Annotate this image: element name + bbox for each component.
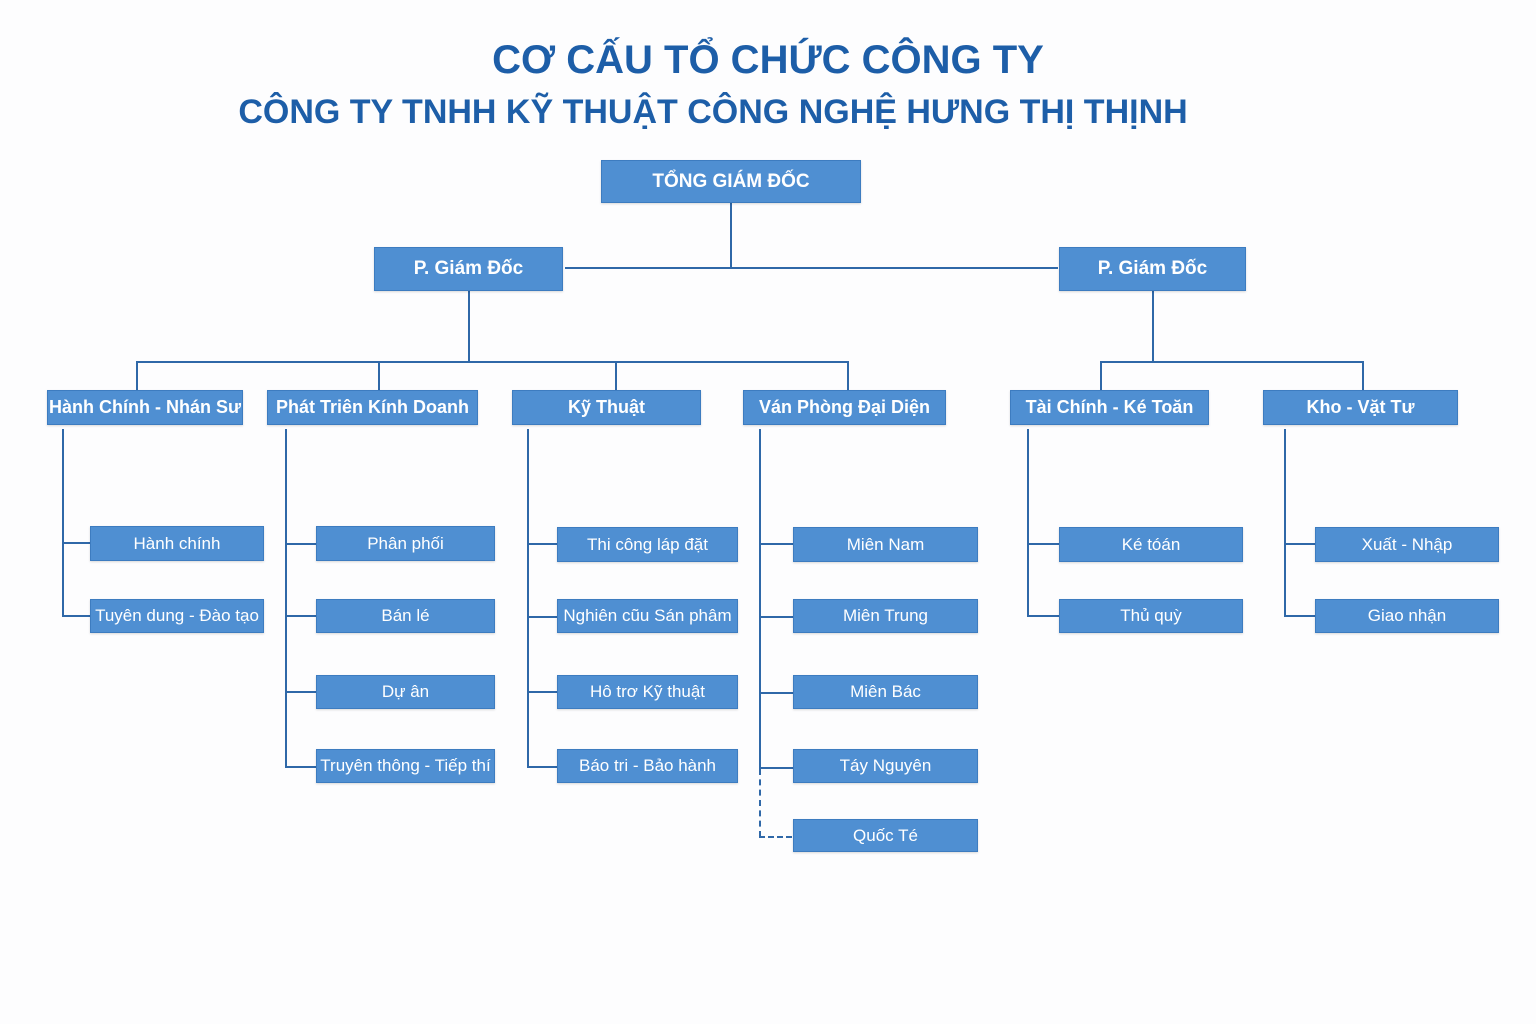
unit-box: Quốc Té [793, 819, 978, 852]
dept-finance: Tài Chính - Ké Toăn [1010, 390, 1209, 425]
dept-hr: Hành Chính - Nhán Sư [47, 390, 243, 425]
unit-box: Dự ân [316, 675, 495, 709]
connector [1284, 429, 1286, 617]
connector [1362, 361, 1364, 390]
dept-rep-office: Ván Phòng Đại Diện [743, 390, 946, 425]
connector [527, 691, 557, 693]
unit-box: Xuất - Nhập [1315, 527, 1499, 562]
connector [565, 267, 1058, 269]
connector [1027, 429, 1029, 617]
connector [136, 361, 849, 363]
unit-box: Táy Nguyên [793, 749, 978, 783]
unit-box: Ké tóán [1059, 527, 1243, 562]
connector [1284, 543, 1315, 545]
dashed-connector [759, 769, 761, 837]
unit-box: Tuyên dung - Đào tạo [90, 599, 264, 633]
connector [527, 766, 557, 768]
unit-box: Miên Nam [793, 527, 978, 562]
dept-technical: Kỹ Thuật [512, 390, 701, 425]
connector [136, 361, 138, 390]
unit-box: Truyên thông - Tiếp thí [316, 749, 495, 783]
connector [1284, 615, 1315, 617]
deputy-director-left-box: P. Giám Đốc [374, 247, 563, 291]
connector [62, 615, 90, 617]
connector [527, 543, 557, 545]
unit-box: Nghiên cũu Sán phâm [557, 599, 738, 633]
connector [1152, 291, 1154, 363]
connector [1027, 543, 1059, 545]
connector [759, 616, 793, 618]
connector [62, 429, 64, 617]
connector [1100, 361, 1364, 363]
dashed-connector [759, 836, 792, 838]
connector [759, 429, 761, 769]
connector [285, 691, 316, 693]
company-name: CÔNG TY TNHH KỸ THUẬT CÔNG NGHỆ HƯNG THỊ… [238, 93, 1188, 131]
connector [285, 429, 287, 768]
dept-warehouse: Kho - Vặt Tư [1263, 390, 1458, 425]
unit-box: Báo tri - Bảo hành [557, 749, 738, 783]
connector [730, 203, 732, 269]
unit-box: Thi công láp đặt [557, 527, 738, 562]
chart-title: CƠ CẤU TỔ CHỨC CÔNG TY [492, 38, 1044, 82]
unit-box: Miên Trung [793, 599, 978, 633]
connector [468, 291, 470, 363]
connector [759, 543, 793, 545]
connector [1027, 615, 1059, 617]
unit-box: Hành chính [90, 526, 264, 561]
connector [378, 361, 380, 390]
connector [615, 361, 617, 390]
connector [285, 766, 316, 768]
connector [847, 361, 849, 390]
connector [527, 429, 529, 768]
connector [759, 767, 793, 769]
ceo-box: TỔNG GIÁM ĐỐC [601, 160, 861, 203]
unit-box: Thủ quỳ [1059, 599, 1243, 633]
connector [62, 542, 90, 544]
unit-box: Miên Bác [793, 675, 978, 709]
connector [527, 616, 557, 618]
deputy-director-right-box: P. Giám Đốc [1059, 247, 1246, 291]
unit-box: Hô trơ Kỹ thuật [557, 675, 738, 709]
unit-box: Phân phối [316, 526, 495, 561]
dept-business-dev: Phát Triên Kính Doanh [267, 390, 478, 425]
unit-box: Bán lé [316, 599, 495, 633]
connector [1100, 361, 1102, 390]
connector [285, 543, 316, 545]
unit-box: Giao nhận [1315, 599, 1499, 633]
connector [285, 615, 316, 617]
connector [759, 692, 793, 694]
